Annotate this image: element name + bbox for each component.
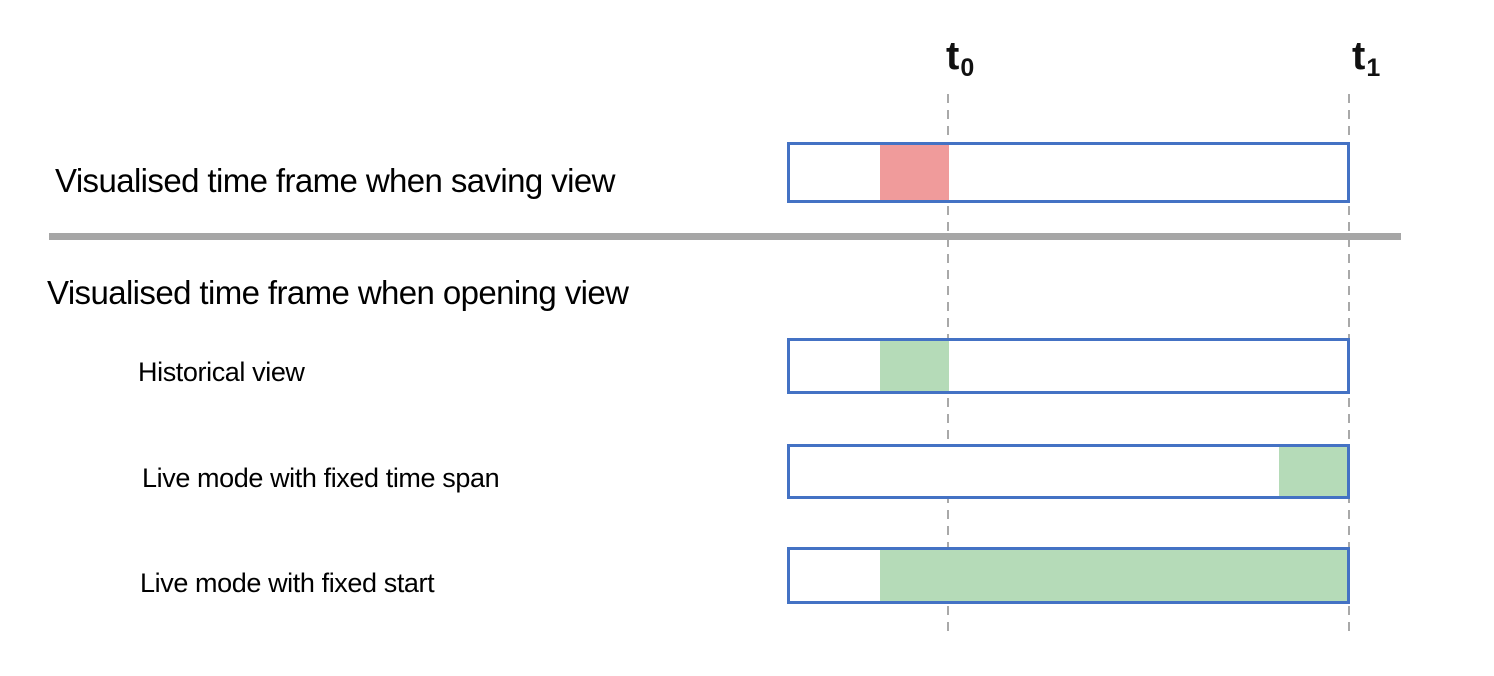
live-fixed-start-label: Live mode with fixed start <box>140 568 435 598</box>
t0-subscript: 0 <box>960 54 975 82</box>
historical-view-label: Historical view <box>138 357 305 387</box>
bar-outline <box>787 142 1350 203</box>
live-fixed-span-bar <box>787 444 1350 499</box>
bar-outline <box>787 444 1350 499</box>
saving-view-bar-segment <box>879 142 950 203</box>
live-fixed-start-bar <box>787 547 1350 604</box>
live-fixed-span-bar-segment <box>1279 444 1350 499</box>
opening-section-heading: Visualised time frame when opening view <box>47 274 629 311</box>
live-fixed-start-bar-segment <box>879 547 1350 604</box>
historical-view-bar-segment <box>879 338 950 394</box>
bar-outline <box>787 338 1350 394</box>
saving-view-bar <box>787 142 1350 203</box>
t0-label: t0 <box>946 34 975 83</box>
live-fixed-span-label: Live mode with fixed time span <box>142 463 500 493</box>
section-divider <box>49 233 1401 240</box>
t1-base: t <box>1352 34 1366 78</box>
bar-outline <box>787 547 1350 604</box>
t1-subscript: 1 <box>1366 54 1381 82</box>
t0-base: t <box>946 34 960 78</box>
saving-section-heading: Visualised time frame when saving view <box>55 162 615 199</box>
t1-label: t1 <box>1352 34 1381 83</box>
historical-view-bar <box>787 338 1350 394</box>
